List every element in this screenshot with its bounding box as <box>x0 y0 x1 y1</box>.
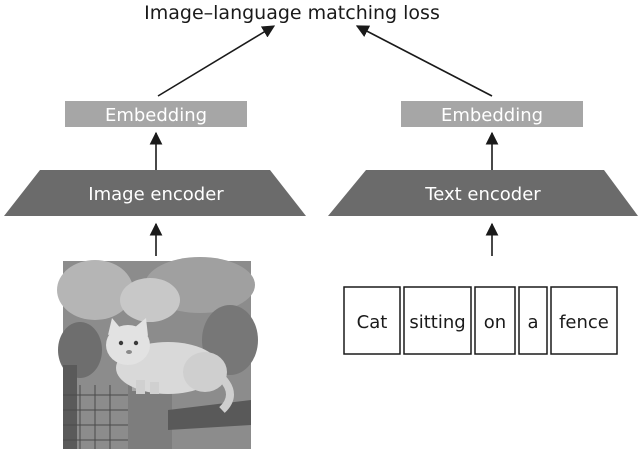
token-sequence: Cat sitting on a fence <box>343 286 618 355</box>
token-box: a <box>518 286 548 355</box>
input-cat-photo <box>57 257 258 449</box>
token-text: a <box>527 312 538 333</box>
text-embedding-box: Embedding <box>401 101 583 127</box>
image-embedding-label: Embedding <box>105 105 207 126</box>
loss-title: Image–language matching loss <box>144 2 440 24</box>
text-embedding-label: Embedding <box>441 105 543 126</box>
image-encoder-block: Image encoder <box>4 170 306 216</box>
token-box: fence <box>550 286 618 355</box>
image-encoder-label: Image encoder <box>88 184 224 205</box>
token-box: Cat <box>343 286 401 355</box>
token-text: fence <box>559 312 609 333</box>
image-embedding-box: Embedding <box>65 101 247 127</box>
arrow-text-embedding-to-loss <box>355 25 493 97</box>
token-text: on <box>484 312 506 333</box>
token-text: sitting <box>409 312 465 333</box>
arrow-image-embedding-to-loss <box>157 25 276 97</box>
token-box: sitting <box>403 286 472 355</box>
text-encoder-label: Text encoder <box>424 184 541 205</box>
token-text: Cat <box>357 312 388 333</box>
token-box: on <box>474 286 516 355</box>
text-encoder-block: Text encoder <box>328 170 638 216</box>
